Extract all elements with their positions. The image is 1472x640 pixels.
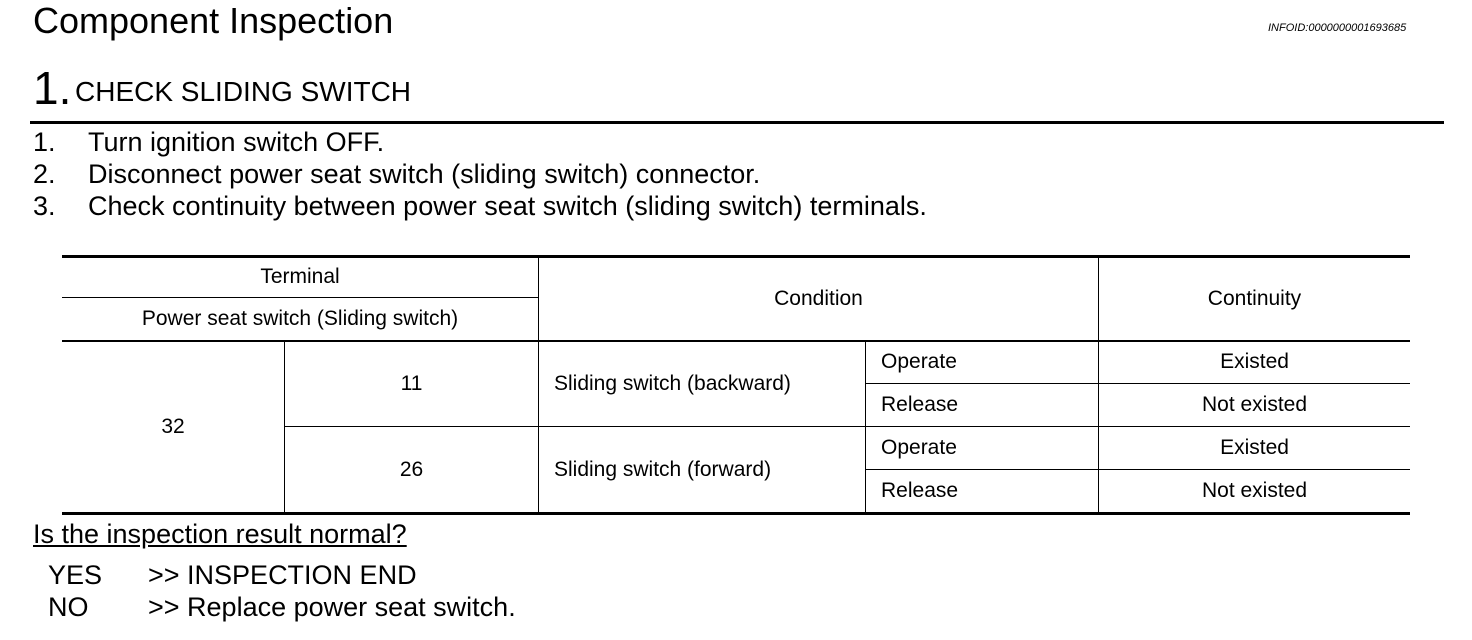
- instruction-text: Check continuity between power seat swit…: [88, 191, 927, 221]
- answer-yes-action: >> INSPECTION END: [148, 560, 417, 590]
- table-bottom-rule: [62, 512, 1410, 515]
- terminal-cell: 11: [400, 372, 423, 395]
- table-header-divider: [62, 297, 538, 298]
- header-condition: Condition: [774, 286, 863, 310]
- step-divider: [30, 121, 1444, 124]
- answer-yes-label: YES: [48, 560, 103, 590]
- continuity-cell: Not existed: [1201, 393, 1308, 416]
- state-cell: Release: [881, 479, 959, 502]
- step-title: CHECK SLIDING SWITCH: [75, 76, 412, 107]
- continuity-table: Terminal Power seat switch (Sliding swit…: [62, 255, 1410, 515]
- state-cell: Operate: [881, 436, 957, 459]
- instruction-number: 3.: [33, 191, 56, 221]
- table-col-divider: [1098, 255, 1099, 515]
- table-row-divider: [865, 383, 1410, 384]
- table-header-rule: [62, 340, 1410, 342]
- instruction-text: Disconnect power seat switch (sliding sw…: [88, 159, 761, 189]
- instruction-number: 1.: [33, 127, 56, 157]
- state-cell: Release: [881, 393, 959, 416]
- instruction-number: 2.: [33, 159, 56, 189]
- state-cell: Operate: [881, 350, 957, 373]
- header-terminal: Terminal: [260, 265, 340, 288]
- table-top-rule: [62, 255, 1410, 258]
- info-id: INFOID:0000000001693685: [1268, 22, 1407, 34]
- header-continuity: Continuity: [1207, 286, 1302, 310]
- continuity-cell: Existed: [1220, 350, 1289, 373]
- answer-no-action: >> Replace power seat switch.: [148, 592, 516, 622]
- table-col-divider: [865, 341, 866, 515]
- switch-cell: Sliding switch (forward): [554, 457, 772, 481]
- page-title: Component Inspection: [33, 0, 394, 41]
- step-number: 1.: [33, 62, 72, 114]
- table-col-divider: [284, 341, 285, 515]
- switch-cell: Sliding switch (backward): [554, 372, 791, 395]
- table-col-divider: [538, 255, 539, 515]
- table-row-divider: [865, 469, 1410, 470]
- continuity-cell: Not existed: [1201, 479, 1308, 502]
- instruction-text: Turn ignition switch OFF.: [88, 127, 385, 157]
- table-group-divider: [284, 426, 1410, 427]
- result-question: Is the inspection result normal?: [33, 519, 407, 549]
- header-terminal-sub: Power seat switch (Sliding switch): [141, 307, 459, 330]
- common-terminal-cell: 32: [161, 415, 185, 438]
- terminal-cell: 26: [399, 457, 424, 481]
- answer-no-label: NO: [48, 592, 89, 622]
- continuity-cell: Existed: [1220, 436, 1289, 459]
